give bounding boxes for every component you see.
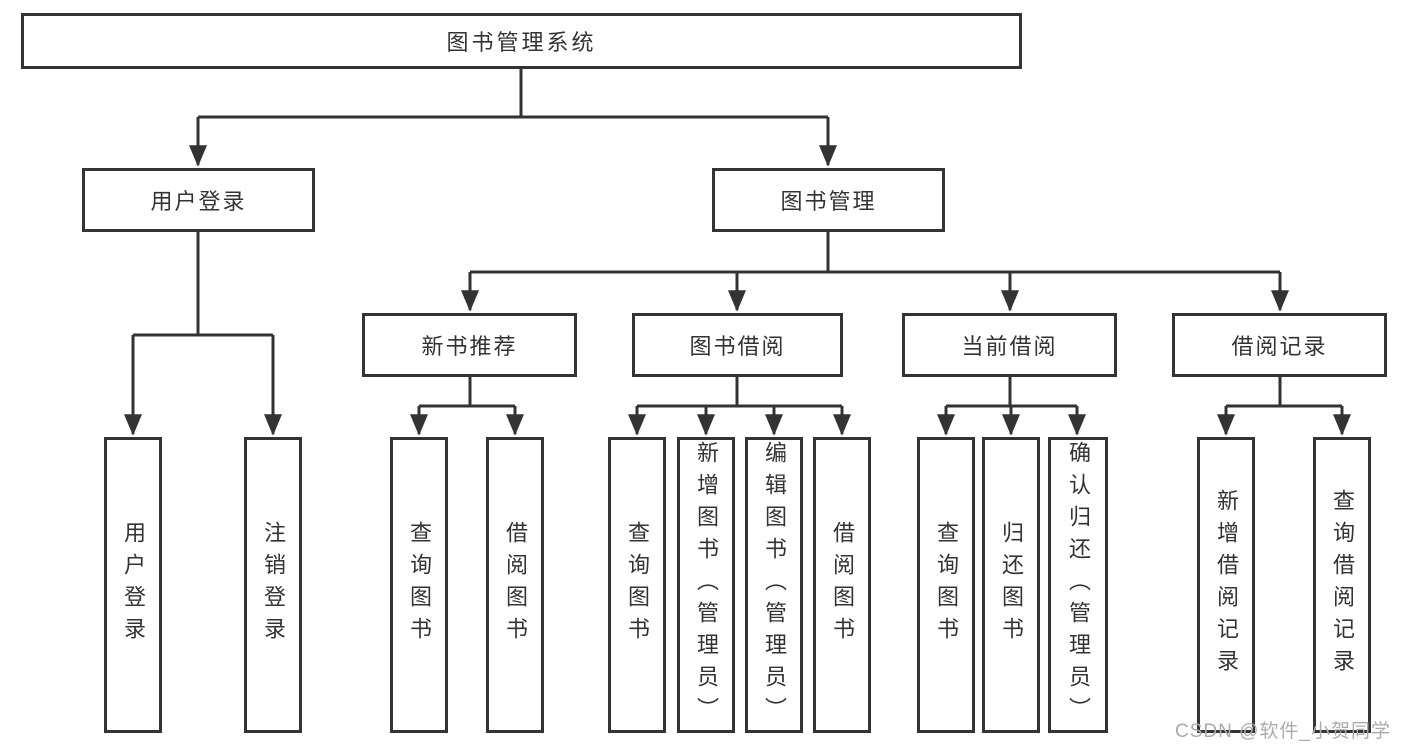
leaf-edit-books-admin-label: 编辑图书（管理员） [762,441,787,729]
leaf-query-books-borrow: 查询图书 [608,437,666,733]
leaf-logout-label: 注销登录 [261,521,286,649]
node-book-management: 图书管理 [712,168,945,232]
leaf-query-borrow-record-label: 查询借阅记录 [1330,489,1355,681]
node-user-login: 用户登录 [82,168,315,232]
leaf-query-books-current-label: 查询图书 [934,521,959,649]
node-book-borrow: 图书借阅 [632,313,843,377]
leaf-confirm-return-admin-label: 确认归还（管理员） [1066,441,1091,729]
node-borrow-record: 借阅记录 [1172,313,1387,377]
leaf-query-borrow-record: 查询借阅记录 [1313,437,1371,733]
leaf-borrow-books-label: 借阅图书 [830,521,855,649]
leaf-query-books-current: 查询图书 [917,437,975,733]
leaf-add-books-admin: 新增图书（管理员） [677,437,735,733]
leaf-return-books: 归还图书 [982,437,1040,733]
leaf-borrow-books-recommend: 借阅图书 [486,437,544,733]
node-current-borrow: 当前借阅 [902,313,1117,377]
leaf-user-login: 用户登录 [104,437,162,733]
leaf-confirm-return-admin: 确认归还（管理员） [1048,437,1108,733]
node-root-library-system: 图书管理系统 [21,13,1022,69]
leaf-borrow-books-recommend-label: 借阅图书 [503,521,528,649]
leaf-logout: 注销登录 [244,437,302,733]
csdn-watermark: CSDN @软件_小贺同学 [1175,721,1391,742]
leaf-edit-books-admin: 编辑图书（管理员） [745,437,803,733]
node-new-book-recommend: 新书推荐 [362,313,577,377]
leaf-borrow-books: 借阅图书 [813,437,871,733]
leaf-user-login-label: 用户登录 [121,521,146,649]
leaf-add-borrow-record-label: 新增借阅记录 [1214,489,1239,681]
leaf-return-books-label: 归还图书 [999,521,1024,649]
leaf-query-books-recommend-label: 查询图书 [407,521,432,649]
leaf-add-books-admin-label: 新增图书（管理员） [694,441,719,729]
leaf-query-books-recommend: 查询图书 [390,437,448,733]
leaf-add-borrow-record: 新增借阅记录 [1197,437,1255,733]
leaf-query-books-borrow-label: 查询图书 [625,521,650,649]
